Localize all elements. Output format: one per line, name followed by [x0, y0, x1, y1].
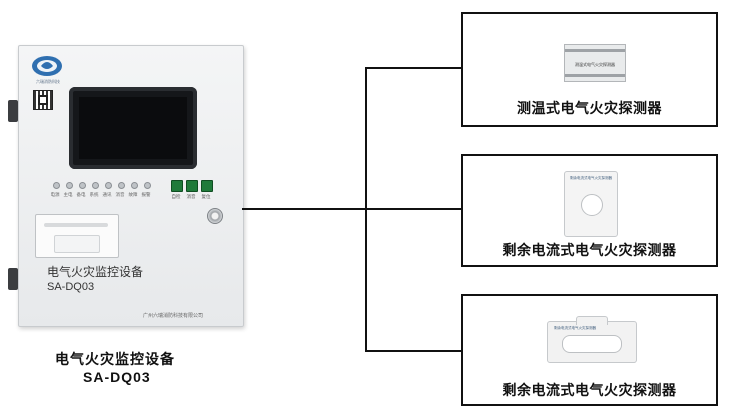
led-comm-icon — [105, 182, 112, 189]
indicator-label: 电源 — [50, 193, 60, 198]
qr-code-icon — [33, 90, 53, 110]
self-test-button[interactable] — [171, 180, 183, 192]
led-power-icon — [53, 182, 60, 189]
panel-model: SA-DQ03 — [47, 281, 95, 293]
cabinet-hinge-top — [8, 100, 18, 122]
key-switch-icon[interactable] — [207, 208, 223, 224]
indicator-label: 系统 — [89, 193, 99, 198]
silence-label: 消音 — [186, 195, 196, 200]
cabinet-hinge-bottom — [8, 268, 18, 290]
led-silence-icon — [118, 182, 125, 189]
caption-model: SA-DQ03 — [83, 369, 151, 385]
led-backup-power-icon — [79, 182, 86, 189]
indicator-label: 报警 — [141, 193, 151, 198]
monitoring-cabinet: 六瑞消防科技 电源 主电 备电 系统 通讯 消音 故障 报警 自检 消音 复位 … — [8, 45, 244, 327]
device-text: 测温式电气火灾探测器 — [575, 62, 615, 67]
led-alarm-icon — [144, 182, 151, 189]
led-system-icon — [92, 182, 99, 189]
indicator-label: 备电 — [76, 193, 86, 198]
led-fault-icon — [131, 182, 138, 189]
self-test-label: 自检 — [171, 195, 181, 200]
reset-label: 复位 — [201, 195, 211, 200]
device-text: 剩余电流式电气火灾探测器 — [554, 326, 596, 330]
reset-button[interactable] — [201, 180, 213, 192]
printer — [35, 214, 119, 258]
indicator-label: 通讯 — [102, 193, 112, 198]
caption-title: 电气火灾监控设备 — [55, 352, 175, 368]
detector-residual-current-2: 剩余电流式电气火灾探测器 剩余电流式电气火灾探测器 — [461, 294, 718, 406]
residual-current-detector-device-icon: 剩余电流式电气火灾探测器 — [564, 171, 618, 237]
connector-branch-1 — [365, 67, 462, 69]
connector-trunk — [242, 208, 366, 210]
touch-screen — [69, 87, 197, 169]
detector-label: 测温式电气火灾探测器 — [517, 101, 662, 117]
silence-button[interactable] — [186, 180, 198, 192]
detector-residual-current-1: 剩余电流式电气火灾探测器 剩余电流式电气火灾探测器 — [461, 154, 718, 267]
indicator-label: 故障 — [128, 193, 138, 198]
residual-current-detector-device-icon: 剩余电流式电气火灾探测器 — [547, 316, 637, 363]
indicator-label: 主电 — [63, 193, 73, 198]
device-text: 剩余电流式电气火灾探测器 — [570, 176, 612, 180]
indicator-label: 消音 — [115, 193, 125, 198]
panel-title: 电气火灾监控设备 — [47, 265, 144, 279]
company-logo-icon — [32, 56, 62, 76]
detector-temperature: 测温式电气火灾探测器 测温式电气火灾探测器 — [461, 12, 718, 127]
panel-company: 广州六瑞消防科技有限公司 — [143, 313, 204, 319]
connector-branch-2 — [365, 208, 462, 210]
led-main-power-icon — [66, 182, 73, 189]
logo-text: 六瑞消防科技 — [36, 79, 60, 84]
detector-label: 剩余电流式电气火灾探测器 — [502, 383, 677, 399]
indicator-panel: 电源 主电 备电 系统 通讯 消音 故障 报警 — [51, 182, 163, 202]
detector-label: 剩余电流式电气火灾探测器 — [502, 243, 677, 259]
connector-branch-3 — [365, 350, 462, 352]
temperature-detector-device-icon: 测温式电气火灾探测器 — [564, 44, 626, 82]
